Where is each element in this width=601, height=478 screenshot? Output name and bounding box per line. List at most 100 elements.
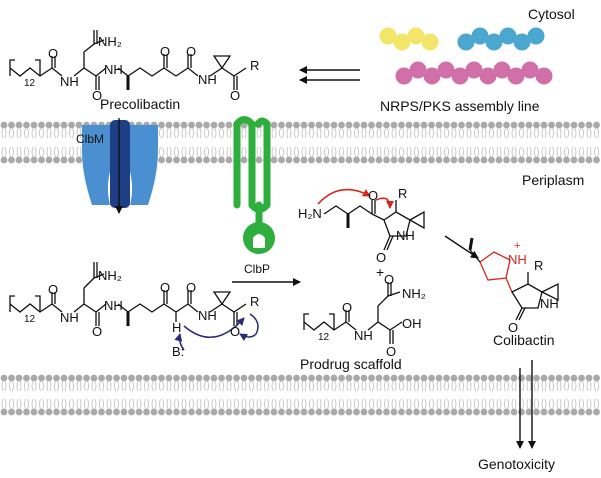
lipid-head xyxy=(60,121,68,129)
lipid-head xyxy=(300,156,308,164)
lipid-head xyxy=(518,374,525,382)
lipid-tail xyxy=(421,127,427,139)
lipid-tail xyxy=(534,398,539,410)
lipid-tail xyxy=(331,146,337,158)
lipid-head xyxy=(488,374,495,382)
lipid-tail xyxy=(279,127,284,139)
lipid-head xyxy=(75,156,83,164)
lipid-head xyxy=(585,408,593,416)
lipid-head xyxy=(15,121,23,129)
lipid-head xyxy=(45,408,53,416)
lipid-tail xyxy=(571,398,577,410)
lipid-tail xyxy=(369,127,374,139)
pks-module-pink xyxy=(423,67,441,85)
lipid-head xyxy=(15,408,23,416)
lipid-head xyxy=(353,121,360,129)
lipid-tail xyxy=(54,398,59,410)
lipid-tail xyxy=(451,380,457,392)
lipid-tail xyxy=(564,127,569,139)
lipid-head xyxy=(510,156,518,164)
lipid-head xyxy=(413,121,420,129)
lipid-head xyxy=(443,121,450,129)
lipid-head xyxy=(345,374,353,382)
lipid-tail xyxy=(556,127,562,139)
lipid-head xyxy=(585,121,593,129)
lipid-tail xyxy=(24,380,29,392)
lipid-tail xyxy=(579,127,584,139)
lipid-tail xyxy=(286,146,292,158)
lipid-tail xyxy=(189,146,194,158)
lipid-head xyxy=(390,121,398,129)
lipid-head xyxy=(540,408,548,416)
precursor-sub12: 12 xyxy=(24,314,36,325)
lipid-tail xyxy=(69,380,74,392)
lipid-tail xyxy=(9,127,14,139)
lipid-tail xyxy=(444,398,449,410)
lipid-tail xyxy=(541,146,547,158)
lipid-tail xyxy=(354,398,359,410)
pks-module-pink xyxy=(451,67,469,85)
lipid-head xyxy=(428,374,435,382)
lipid-head xyxy=(360,121,368,129)
lipid-tail xyxy=(481,398,487,410)
lipid-head xyxy=(300,374,308,382)
lipid-tail xyxy=(256,380,262,392)
lipid-tail xyxy=(76,380,82,392)
lipid-head xyxy=(203,408,210,416)
lipid-tail xyxy=(339,398,344,410)
lipid-tail xyxy=(436,398,442,410)
lipid-head xyxy=(585,156,593,164)
lipid-head xyxy=(420,156,428,164)
lipid-tail xyxy=(144,380,149,392)
lipid-tail xyxy=(406,127,412,139)
lipid-head xyxy=(473,121,480,129)
lipid-tail xyxy=(16,380,22,392)
lipid-head xyxy=(368,156,375,164)
lipid-head xyxy=(495,374,503,382)
lipid-tail xyxy=(369,146,374,158)
lipid-tail xyxy=(294,380,299,392)
periplasm-label: Periplasm xyxy=(522,172,585,188)
lipid-head xyxy=(8,374,15,382)
genotoxicity-arrows xyxy=(516,360,536,449)
lipid-tail xyxy=(376,380,382,392)
pks-module-blue xyxy=(513,33,531,51)
lipid-tail xyxy=(189,380,194,392)
lipid-head xyxy=(30,408,38,416)
precursor-nh2: NH₂ xyxy=(98,268,122,283)
lipid-tail xyxy=(219,127,224,139)
lipid-head xyxy=(68,374,75,382)
lipid-head xyxy=(353,374,360,382)
lipid-tail xyxy=(594,127,599,139)
precolibactin-nh-2: NH xyxy=(104,62,123,77)
lipid-head xyxy=(473,374,480,382)
lipid-tail xyxy=(339,127,344,139)
lipid-head xyxy=(570,374,578,382)
lipid-tail xyxy=(271,127,277,139)
lipid-head xyxy=(435,156,443,164)
lipid-head xyxy=(285,121,293,129)
lipid-head xyxy=(338,156,345,164)
lipid-tail xyxy=(549,127,554,139)
lipid-tail xyxy=(354,146,359,158)
lipid-tail xyxy=(294,127,299,139)
lipid-head xyxy=(255,374,263,382)
precolibactin-nh-3: NH xyxy=(198,72,217,87)
lipid-head xyxy=(180,374,188,382)
lipid-tail xyxy=(331,398,337,410)
lipid-tail xyxy=(204,146,209,158)
lipid-tail xyxy=(219,380,224,392)
lipid-head xyxy=(158,408,165,416)
precolibactin-o-4: O xyxy=(186,44,197,59)
amine-attack-arrow xyxy=(317,188,371,205)
lipid-tail xyxy=(451,127,457,139)
lipid-head xyxy=(578,156,585,164)
lipid-tail xyxy=(309,398,314,410)
lipid-head xyxy=(323,408,330,416)
lipid-tail xyxy=(91,398,97,410)
lipid-tail xyxy=(136,380,142,392)
colibactin-structure xyxy=(468,237,559,321)
lipid-tail xyxy=(459,127,464,139)
lipid-tail xyxy=(39,380,44,392)
